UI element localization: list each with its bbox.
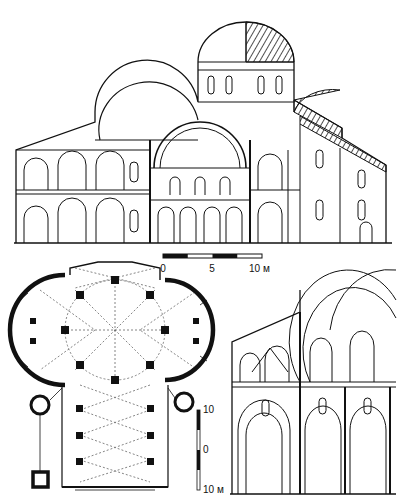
scale-unit-label: 10 м bbox=[249, 263, 270, 274]
scale-unit-label: 10 м bbox=[203, 484, 224, 495]
scale-bar bbox=[163, 254, 262, 258]
scale-number: 10 bbox=[203, 404, 214, 415]
scale-number: 0 bbox=[203, 444, 209, 455]
scale-number: 5 bbox=[209, 263, 215, 274]
partial-section bbox=[230, 270, 396, 494]
section-elevation bbox=[14, 22, 392, 243]
scale-number: 0 bbox=[160, 263, 166, 274]
floor-plan bbox=[10, 262, 213, 490]
